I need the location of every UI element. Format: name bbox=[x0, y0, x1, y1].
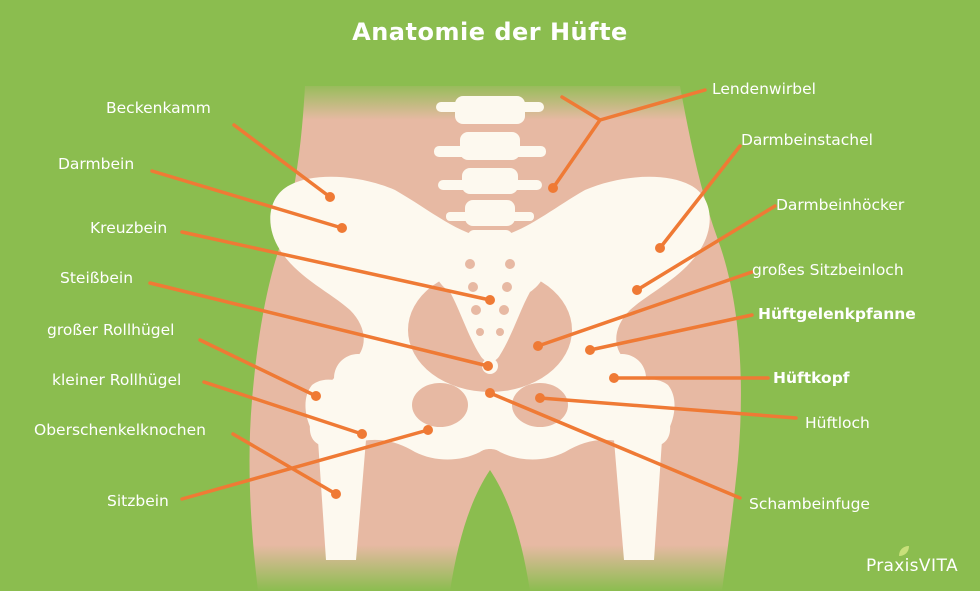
obturator-foramen-right bbox=[512, 383, 568, 427]
praxisvita-logo: PraxisVITA bbox=[866, 556, 958, 576]
diagram-title: Anatomie der Hüfte bbox=[352, 18, 628, 46]
label-hueftloch: Hüftloch bbox=[805, 414, 870, 432]
label-darmbein: Darmbein bbox=[58, 155, 135, 173]
label-oberschenkelknochen: Oberschenkelknochen bbox=[34, 421, 206, 439]
logo-part-praxis: Praxis bbox=[866, 556, 919, 576]
label-steissbein: Steißbein bbox=[60, 269, 134, 287]
leader-dots bbox=[311, 183, 665, 499]
obturator-foramen-left bbox=[412, 383, 468, 427]
leader-lines bbox=[148, 88, 798, 501]
label-grosses-sitzbeinloch: großes Sitzbeinloch bbox=[752, 261, 904, 279]
label-kreuzbein: Kreuzbein bbox=[90, 219, 168, 237]
label-sitzbein: Sitzbein bbox=[107, 492, 169, 510]
label-kleiner-rollhuegel: kleiner Rollhügel bbox=[52, 371, 182, 389]
leaf-icon bbox=[899, 546, 909, 556]
label-hueftgelenkpfanne: Hüftgelenkpfanne bbox=[758, 305, 916, 323]
femur-left bbox=[305, 354, 382, 560]
label-schambeinfuge: Schambeinfuge bbox=[749, 495, 870, 513]
label-grosser-rollhuegel: großer Rollhügel bbox=[47, 321, 175, 339]
label-beckenkamm: Beckenkamm bbox=[106, 99, 211, 117]
label-lendenwirbel: Lendenwirbel bbox=[712, 80, 816, 98]
label-darmbeinstachel: Darmbeinstachel bbox=[741, 131, 873, 149]
label-darmbeinhoecker: Darmbeinhöcker bbox=[776, 196, 905, 214]
logo-part-vita: VITA bbox=[918, 556, 959, 576]
label-hueftkopf: Hüftkopf bbox=[773, 369, 850, 387]
lumbar-vertebrae bbox=[434, 96, 546, 244]
